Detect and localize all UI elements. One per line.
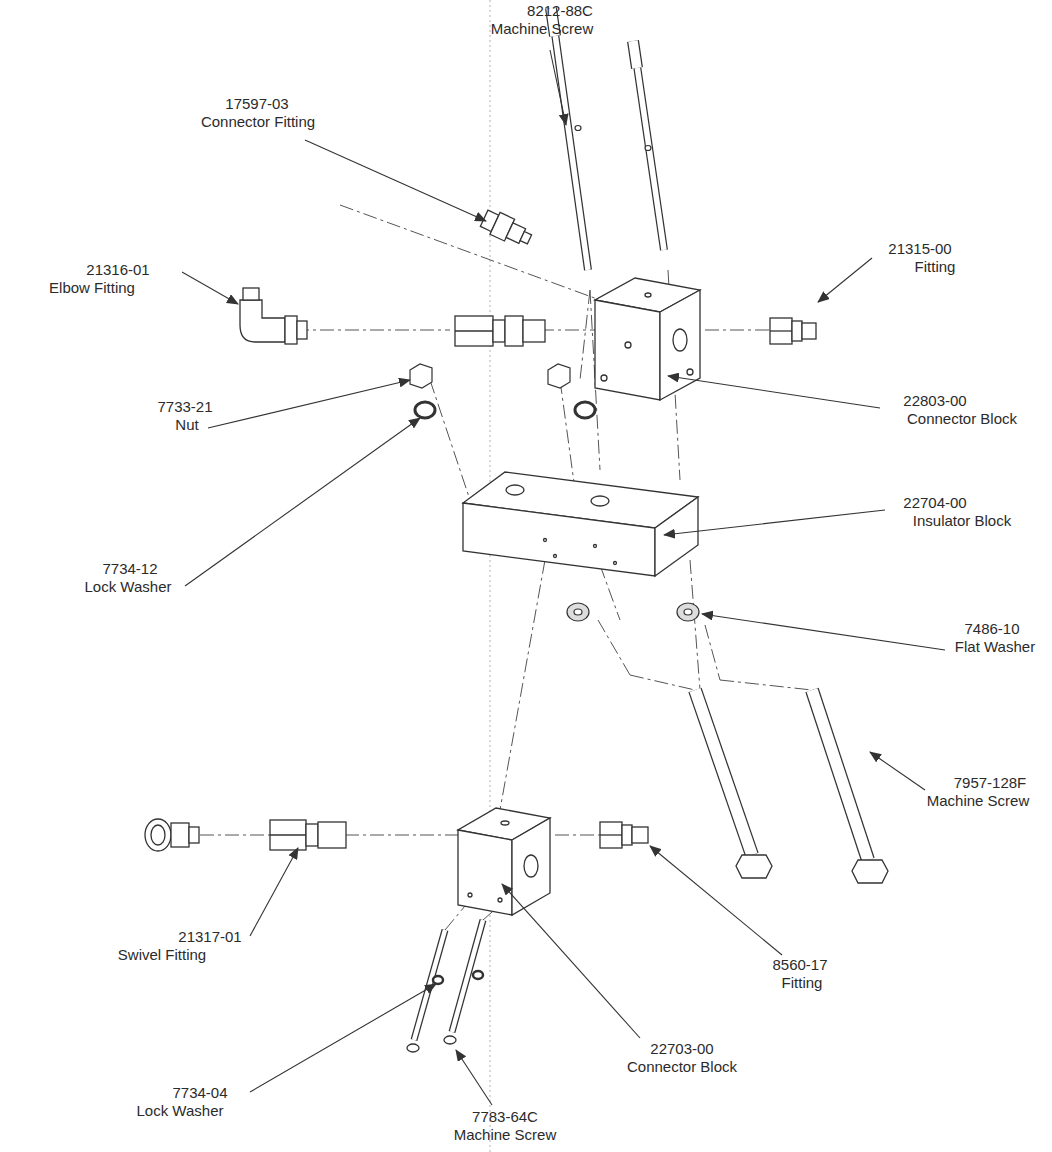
leader-lines [182, 50, 945, 1105]
part-number: 7957-128F [954, 774, 1027, 792]
part-name: Connector Block [627, 1058, 737, 1076]
part-number: 8560-17 [772, 956, 827, 974]
part-name: Swivel Fitting [118, 946, 206, 964]
part-number: 21315-00 [888, 240, 951, 258]
part-name: Machine Screw [927, 792, 1030, 810]
connector-block-upper [595, 278, 700, 400]
connector-block-lower [458, 808, 550, 915]
part-name: Nut [175, 416, 198, 434]
part-name: Connector Fitting [201, 113, 315, 131]
part-name: Connector Block [907, 410, 1017, 428]
part-number: 7783-64C [472, 1108, 538, 1126]
center-lines [200, 205, 812, 930]
part-name: Flat Washer [955, 638, 1035, 656]
insulator-block [463, 472, 698, 576]
part-number: 22703-00 [650, 1040, 713, 1058]
part-number: 22803-00 [903, 392, 966, 410]
part-number: 7733-21 [157, 398, 212, 416]
part-name: Machine Screw [454, 1126, 557, 1144]
part-name: Insulator Block [913, 512, 1011, 530]
part-name: Fitting [782, 974, 823, 992]
part-number: 8212-88C [527, 2, 593, 20]
part-number: 21316-01 [86, 261, 149, 279]
page-fold [489, 0, 491, 1152]
machine-screws [414, 8, 868, 1040]
part-name: Lock Washer [137, 1102, 224, 1120]
part-name: Machine Screw [491, 20, 594, 38]
screw-heads [407, 855, 888, 1052]
part-number: 17597-03 [225, 95, 288, 113]
part-name: Elbow Fitting [49, 279, 135, 297]
washers-nuts [410, 126, 699, 985]
part-number: 21317-01 [178, 928, 241, 946]
part-number: 22704-00 [903, 494, 966, 512]
part-number: 7486-10 [964, 620, 1019, 638]
part-name: Lock Washer [85, 578, 172, 596]
part-number: 7734-12 [102, 560, 157, 578]
part-number: 7734-04 [172, 1084, 227, 1102]
part-name: Fitting [915, 258, 956, 276]
